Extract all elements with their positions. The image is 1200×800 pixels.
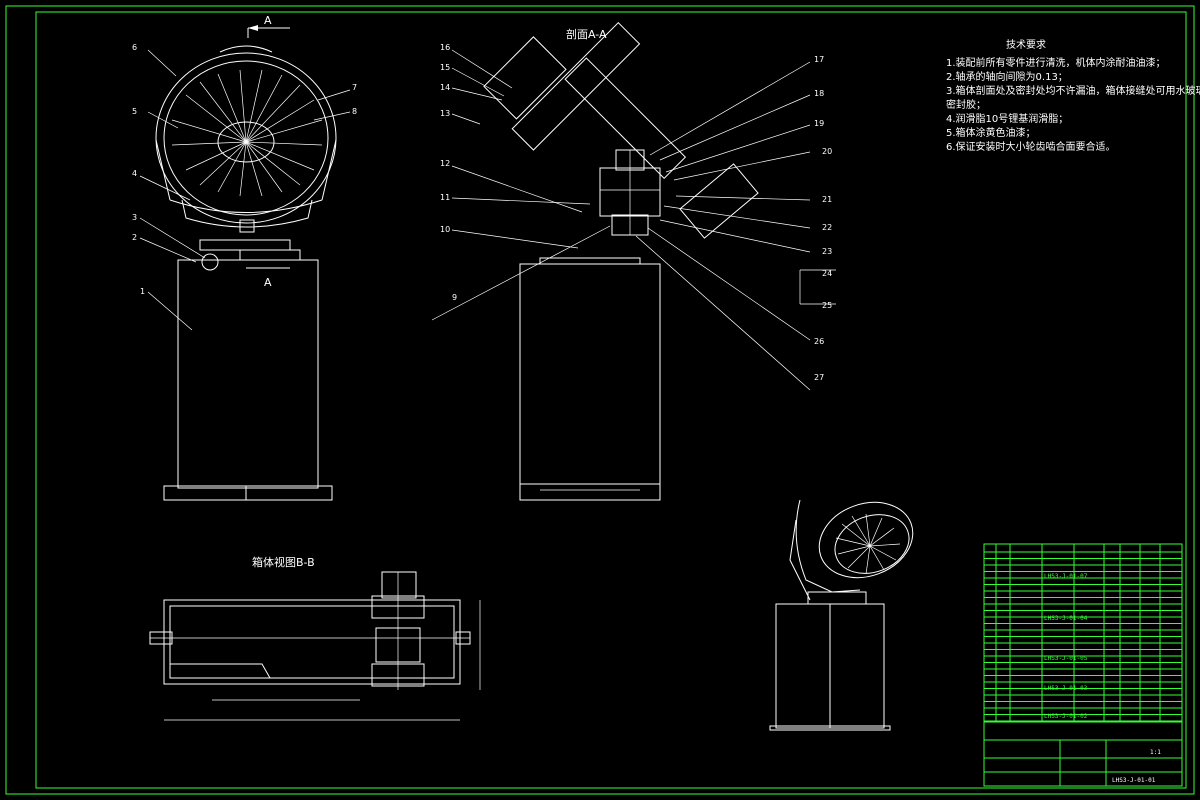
drawing-number: LHS3-J-01-01 [1112, 777, 1156, 784]
title-block: LHS3-J-01-07 LHS3-J-01-04 LHS3-J-01-05 L… [983, 543, 1183, 787]
callout-25: 25 [822, 301, 832, 310]
callout-15: 15 [440, 63, 450, 72]
cut-a-top-label: A [264, 14, 272, 27]
callout-7: 7 [352, 83, 357, 92]
callout-26: 26 [814, 337, 824, 346]
part-ref: LHS3-J-01-04 [1044, 615, 1088, 622]
callout-20: 20 [822, 147, 832, 156]
callout-19: 19 [814, 119, 824, 128]
tech-req-item: 1.装配前所有零件进行清洗，机体内涂耐油油漆； [946, 56, 1166, 69]
callout-8: 8 [352, 107, 357, 116]
callout-2: 2 [132, 233, 137, 242]
callout-21: 21 [822, 195, 832, 204]
callout-23: 23 [822, 247, 832, 256]
callout-24: 24 [822, 269, 832, 278]
callout-17: 17 [814, 55, 824, 64]
callout-27: 27 [814, 373, 824, 382]
front-view: A [132, 14, 357, 501]
part-ref: LHS3-J-01-02 [1044, 713, 1088, 720]
section-a-title: 剖面A-A [566, 27, 607, 41]
tech-req-item: 3.箱体剖面处及密封处均不许漏油，箱体接缝处可用水玻璃或 [946, 84, 1200, 97]
part-ref: LHS3-J-01-07 [1044, 573, 1088, 580]
cut-a-bottom-label: A [264, 276, 272, 289]
tech-req-item: 6.保证安装时大小轮齿啮合面要合适。 [946, 140, 1116, 153]
callout-16: 16 [440, 43, 450, 52]
tech-req-item: 4.润滑脂10号锂基润滑脂； [946, 112, 1068, 125]
tech-req-item: 密封胶； [946, 98, 986, 111]
callout-22: 22 [822, 223, 832, 232]
outer-border [5, 5, 1195, 795]
callout-10: 10 [440, 225, 450, 234]
section-b-title: 箱体视图B-B [252, 555, 315, 569]
tech-req-item: 5.箱体涂黄色油漆； [946, 126, 1036, 139]
section-b-b: 箱体视图B-B [149, 555, 481, 721]
callout-11: 11 [440, 193, 450, 202]
callout-4: 4 [132, 169, 137, 178]
callout-14: 14 [440, 83, 450, 92]
callout-18: 18 [814, 89, 824, 98]
callout-1: 1 [140, 287, 145, 296]
inner-border [35, 11, 1187, 789]
part-ref: LHS3-J-01-05 [1044, 655, 1088, 662]
callout-9: 9 [452, 293, 457, 302]
tech-req-title: 技术要求 [1006, 38, 1046, 51]
part-ref: LHS3-J-01-03 [1044, 685, 1088, 692]
callout-13: 13 [440, 109, 450, 118]
section-a-a: 剖面A-A 16 15 14 13 12 [431, 22, 836, 501]
tech-req-item: 2.轴承的轴向间隙为0.13； [946, 70, 1068, 83]
callout-3: 3 [132, 213, 137, 222]
callout-6: 6 [132, 43, 137, 52]
pedestal-front [177, 259, 319, 489]
callout-12: 12 [440, 159, 450, 168]
technical-requirements: 技术要求 1.装配前所有零件进行清洗，机体内涂耐油油漆； 2.轴承的轴向间隙为0… [946, 38, 1200, 153]
scale-value: 1:1 [1150, 749, 1161, 756]
isometric-view [769, 499, 914, 731]
pedestal-section [519, 263, 661, 485]
callout-5: 5 [132, 107, 137, 116]
